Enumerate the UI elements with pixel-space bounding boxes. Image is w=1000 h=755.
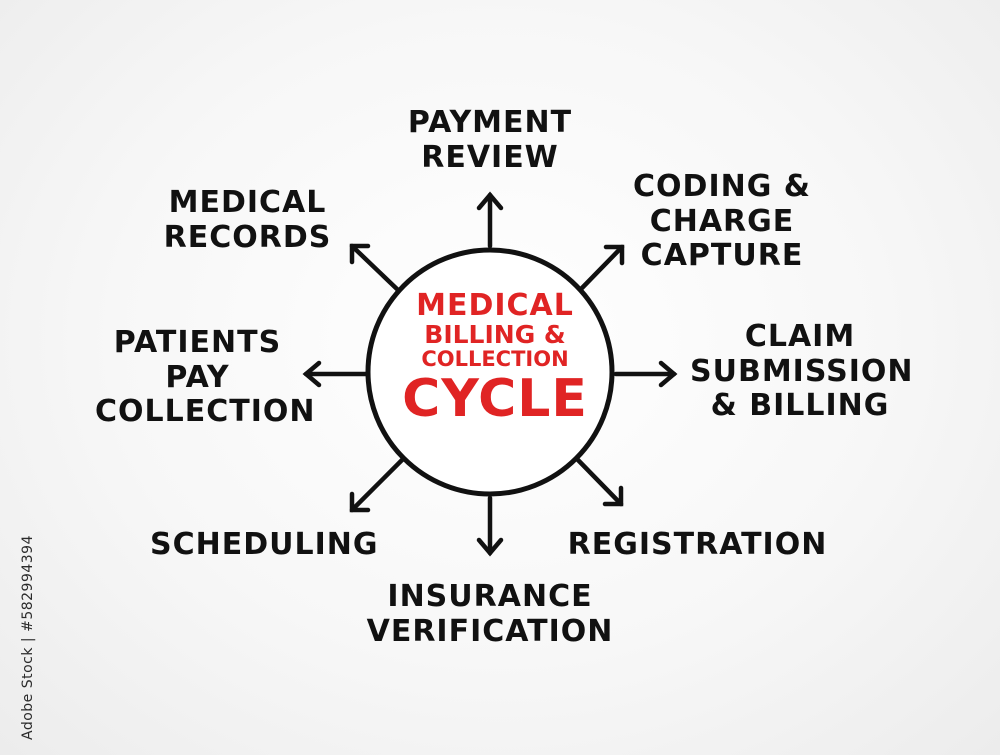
node-coding-line-3: Capture — [640, 238, 804, 273]
node-patients-line-1: Patients — [113, 325, 282, 360]
arrow-to-coding-charge-capture — [579, 244, 625, 291]
central-topic-line-3: Collection — [421, 346, 569, 371]
arrow-to-registration — [575, 457, 624, 507]
node-patients-line-3: Collection — [95, 394, 316, 429]
arrowhead-registration — [602, 485, 624, 507]
node-coding-line-2: Charge — [649, 203, 795, 239]
node-scheduling-line-1: Scheduling — [150, 527, 379, 562]
node-registration: Registration — [560, 527, 835, 563]
node-payment-review-line-1: Payment — [407, 105, 573, 140]
node-medical-records-line-1: Medical — [168, 185, 327, 220]
node-claim-line-1: Claim — [744, 319, 856, 354]
node-insurance-verification: Insurance Verification — [360, 579, 620, 649]
central-circle — [365, 247, 615, 497]
node-registration-line-1: Registration — [567, 527, 828, 562]
arrowhead-patients-pay-collection — [302, 360, 322, 388]
node-claim-line-2: Submission — [690, 353, 914, 389]
node-insurance-line-2: Verification — [366, 613, 614, 649]
arrowhead-payment-review — [476, 191, 504, 211]
node-payment-review-line-2: Review — [421, 139, 559, 175]
central-topic-line-4: Cycle — [402, 368, 588, 429]
central-topic: Medical Billing & Collection Cycle — [390, 290, 600, 426]
arrow-to-scheduling — [349, 457, 405, 513]
node-coding-charge-capture: Coding & Charge Capture — [632, 169, 812, 274]
node-insurance-line-1: Insurance — [387, 579, 593, 614]
node-claim-line-3: & Billing — [710, 388, 890, 423]
central-topic-line-1: Medical — [416, 288, 574, 323]
central-topic-line-2: Billing & — [424, 319, 566, 349]
arrow-to-medical-records — [349, 243, 401, 293]
node-coding-line-1: Coding & — [633, 169, 811, 204]
node-scheduling: Scheduling — [150, 527, 379, 563]
node-claim-submission-billing: Claim Submission & Billing — [690, 319, 914, 424]
arrowhead-claim-submission — [658, 360, 678, 388]
node-medical-records-line-2: Records — [163, 219, 332, 255]
arrowhead-medical-records — [349, 243, 371, 265]
node-medical-records: Medical Records — [155, 185, 340, 255]
node-payment-review: Payment Review — [395, 105, 585, 175]
stock-credit: Adobe Stock | #582994394 — [20, 535, 36, 740]
node-patients-pay-collection: Patients Pay Collection — [95, 325, 316, 430]
arrowhead-coding-charge-capture — [603, 244, 625, 266]
node-patients-line-2: Pay — [165, 359, 230, 395]
arrowhead-insurance-verification — [476, 537, 504, 557]
arrowhead-scheduling — [349, 491, 371, 513]
